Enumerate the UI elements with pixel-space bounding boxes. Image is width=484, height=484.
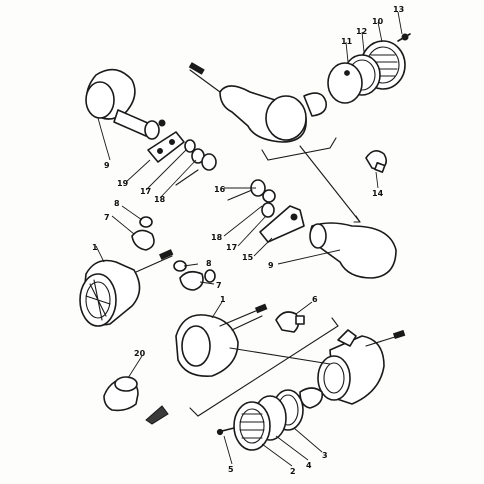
callout-2: 2	[290, 467, 296, 476]
bracket-19	[147, 131, 185, 163]
callout-1-lower: 1	[220, 295, 226, 304]
bracket-group-left	[147, 131, 217, 186]
callout-7-lower: 7	[216, 281, 222, 290]
bracket-group-middle	[227, 179, 305, 243]
callout-10: 10	[372, 17, 384, 26]
lower-housing	[175, 303, 268, 377]
callout-18-middle: 18	[211, 233, 223, 242]
arrow-line-2	[229, 347, 331, 365]
bulb-6	[275, 311, 305, 333]
bulb-top	[303, 92, 328, 117]
nut-16a	[201, 153, 217, 171]
callout-11: 11	[341, 37, 353, 46]
wire-lower	[219, 309, 263, 331]
bracket-top	[337, 329, 357, 347]
right-signal-housing	[309, 222, 397, 279]
callout-14: 14	[372, 189, 384, 198]
washer-17	[184, 139, 196, 153]
callout-12: 12	[356, 27, 367, 36]
callout-9-lower: 9	[268, 261, 274, 270]
callout-17-upper: 17	[140, 187, 151, 196]
callout-4: 4	[306, 461, 312, 470]
callout-8-upper: 8	[114, 199, 120, 208]
socket-7	[131, 229, 155, 251]
part-20-relay	[103, 376, 169, 425]
lens-ribs	[368, 54, 398, 77]
group-bracket-upper	[261, 137, 337, 161]
callout-7-upper: 7	[104, 213, 110, 222]
callout-17-middle: 17	[226, 243, 237, 252]
callout-3: 3	[322, 451, 328, 460]
nut-8	[139, 216, 153, 228]
callout-8-lower: 8	[206, 259, 212, 268]
front-stalk-housing	[85, 68, 166, 140]
callout-20: 20	[134, 349, 146, 358]
rear-lens-assembly	[327, 33, 411, 104]
wire-right	[365, 335, 399, 347]
connector-block	[145, 405, 169, 425]
wire-top	[189, 69, 221, 93]
lower-right-signal	[299, 329, 406, 409]
left-signal-lamp	[79, 249, 174, 327]
callout-9-upper: 9	[104, 161, 110, 170]
bolt-line	[175, 169, 199, 186]
socket-7b	[179, 270, 204, 291]
callout-labels: 13 10 12 11 9 19 17 18 16 14 8 7 18 17 1…	[92, 5, 404, 476]
wire-1	[135, 255, 173, 273]
callout-1-upper: 1	[92, 243, 98, 252]
arrow-line-1	[299, 145, 361, 223]
rear-signal-housing	[188, 62, 328, 143]
lens-11	[327, 62, 363, 104]
lens-stack	[216, 389, 304, 451]
callout-18-upper: 18	[154, 195, 166, 204]
nut-18b	[261, 202, 275, 218]
socket-group-upper	[131, 216, 155, 251]
socket-group-lower	[173, 260, 216, 291]
group-bracket-lower	[189, 317, 339, 417]
callout-16: 16	[214, 185, 226, 194]
callout-19: 19	[117, 179, 129, 188]
callout-13: 13	[393, 5, 404, 14]
bulb-14	[365, 150, 388, 173]
callout-5: 5	[228, 465, 234, 474]
callout-15: 15	[242, 253, 254, 262]
callout-6: 6	[312, 295, 318, 304]
leader-lines	[95, 11, 403, 467]
